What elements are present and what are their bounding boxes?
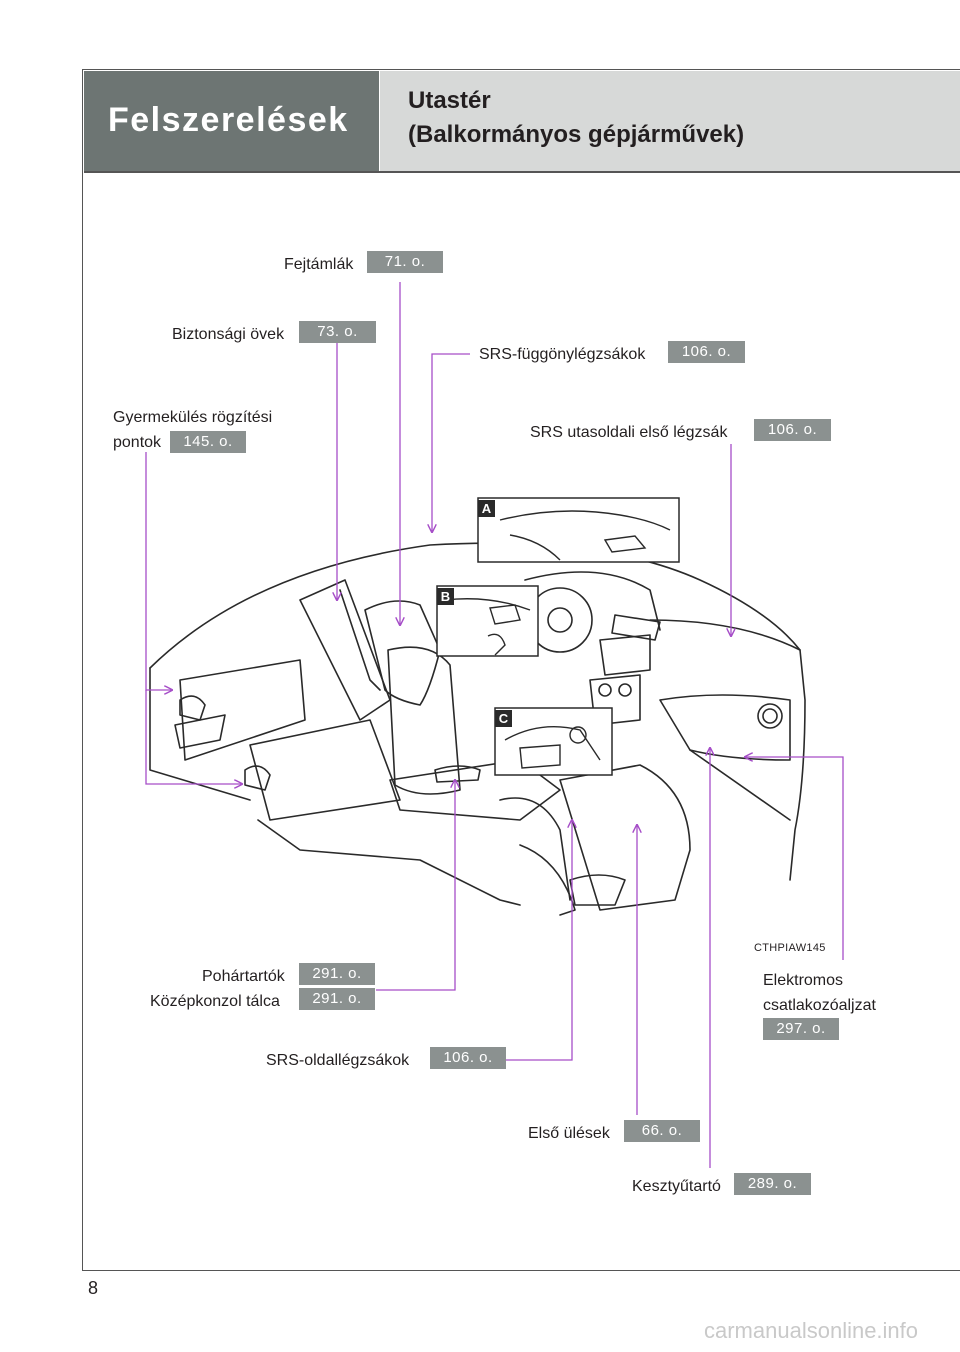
headrests-label: Fejtámlák	[284, 256, 354, 273]
leader-child-anchor-2	[145, 690, 242, 784]
inset-c-tag	[495, 710, 512, 727]
curtain-airbags-page-ref: 106. o.	[668, 341, 745, 363]
figure-code: CTHPIAW145	[754, 942, 826, 954]
front-seats-label: Első ülések	[528, 1125, 610, 1142]
side-airbags-page-ref: 106. o.	[430, 1047, 506, 1069]
page-title-box: Utastér (Balkormányos gépjárművek)	[380, 71, 960, 171]
leader-curtain-airbags	[432, 353, 470, 532]
child-anchor-label-line1: Gyermekülés rögzítési	[113, 409, 273, 426]
page-title-line2: (Balkormányos gépjárművek)	[408, 121, 745, 148]
cup-holders-page-ref: 291. o.	[299, 963, 375, 985]
console-tray-label: Középkonzol tálca	[150, 993, 280, 1010]
glovebox-page-ref: 289. o.	[734, 1173, 811, 1195]
cup-holders-label: Pohártartók	[202, 968, 285, 985]
inset-c-letter: C	[499, 711, 509, 726]
inset-a-view: A	[477, 497, 680, 563]
section-title: Felszerelések	[108, 101, 349, 139]
inset-a-tag	[478, 500, 495, 517]
headrests-page-ref: 71. o.	[367, 251, 443, 273]
power-outlet-label-line1: Elektromos	[763, 972, 844, 989]
power-outlet-page-ref: 297. o.	[763, 1018, 839, 1040]
seatbelts-label: Biztonsági övek	[172, 326, 285, 343]
page-number: 8	[88, 1278, 99, 1298]
side-airbags-label: SRS-oldallégzsákok	[266, 1052, 410, 1069]
watermark: carmanualsonline.info	[704, 1318, 919, 1343]
passenger-airbag-label: SRS utasoldali első légzsák	[530, 424, 728, 441]
header-rule	[84, 171, 960, 173]
seatbelts-page-ref: 73. o.	[299, 321, 376, 343]
child-anchor-page-ref: 145. o.	[170, 431, 246, 453]
glovebox-label: Kesztyűtartó	[632, 1178, 721, 1195]
child-anchor-label-line2: pontok	[113, 434, 162, 451]
front-seats-page-ref: 66. o.	[624, 1120, 700, 1142]
leader-lines	[145, 282, 844, 1168]
inset-b-tag	[437, 588, 454, 605]
inset-b-view: B	[436, 585, 539, 657]
leader-side-airbags	[506, 820, 572, 1061]
console-tray-page-ref: 291. o.	[299, 988, 375, 1010]
inset-b-letter: B	[441, 589, 450, 604]
leader-cup-holders	[376, 780, 455, 991]
leader-power-outlet	[745, 757, 844, 960]
passenger-airbag-page-ref: 106. o.	[754, 419, 831, 441]
power-outlet-label-line2: csatlakozóaljzat	[763, 997, 876, 1014]
page-title-line1: Utastér	[408, 87, 491, 114]
curtain-airbags-label: SRS-függönylégzsákok	[479, 346, 646, 363]
inset-c-view: C	[494, 707, 613, 776]
page-frame	[82, 69, 960, 1271]
leader-child-anchor-1	[145, 452, 172, 690]
section-tab: Felszerelések	[84, 71, 379, 171]
inset-a-letter: A	[482, 501, 492, 516]
